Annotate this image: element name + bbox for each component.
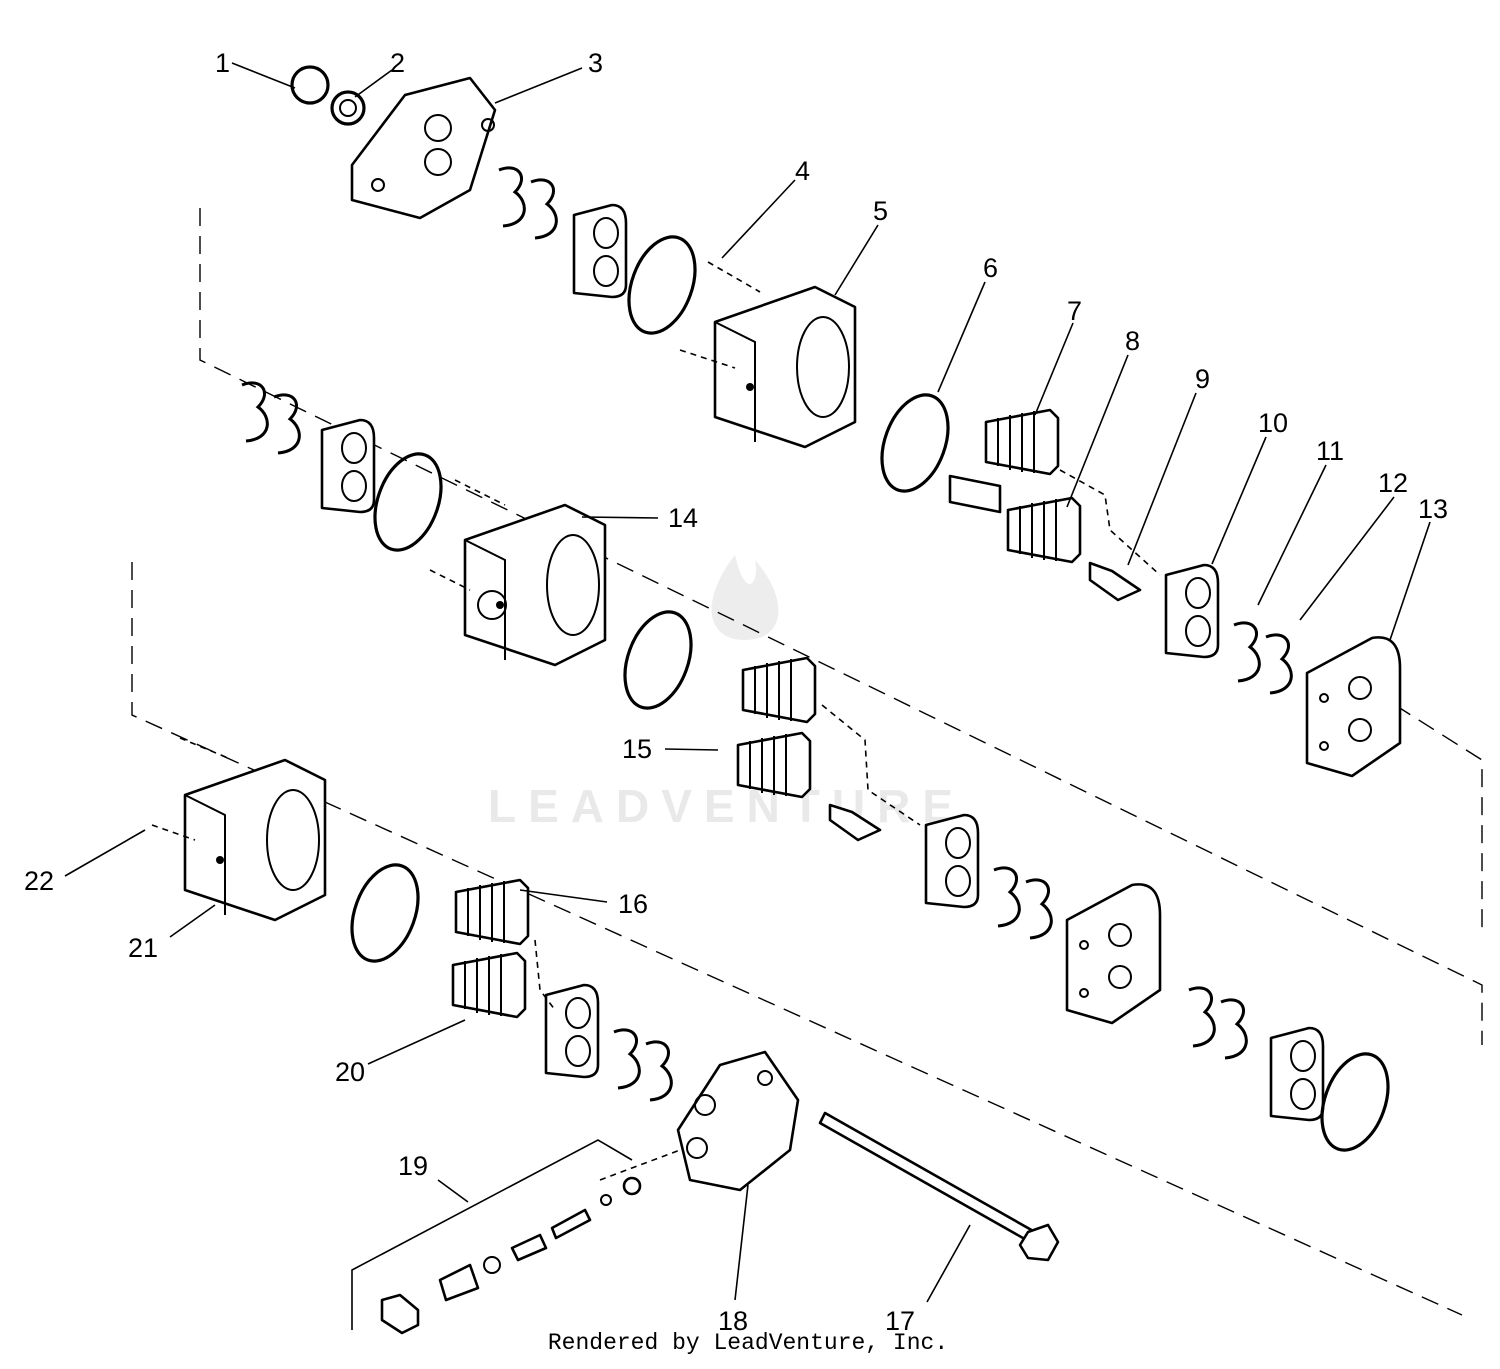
gear	[454, 878, 530, 946]
callout-7: 7	[1067, 296, 1082, 326]
spring	[828, 803, 882, 842]
callout-8: 8	[1125, 326, 1140, 356]
callout-10: 10	[1258, 408, 1288, 438]
bushing	[1269, 1026, 1325, 1122]
callout-11: 11	[1316, 436, 1344, 466]
tie-bolt	[818, 1111, 1060, 1262]
end-cover	[676, 1050, 800, 1192]
seal-clip	[1187, 986, 1248, 1060]
spring	[1088, 561, 1142, 602]
relief-valve-kit	[380, 1176, 642, 1335]
callout-2: 2	[390, 48, 405, 78]
footer-credit-text: Rendered by LeadVenture, Inc.	[547, 1330, 949, 1356]
leader-lines	[64, 62, 1431, 1330]
callout-5: 5	[873, 196, 888, 226]
callout-22: 22	[24, 866, 54, 896]
rear-cover	[1305, 636, 1402, 778]
callout-15: 15	[622, 734, 652, 764]
o-ring	[623, 610, 693, 710]
gear-pair	[736, 731, 812, 799]
callout-12: 12	[1378, 468, 1408, 498]
callout-numbers: 1 2 3 4 5 6 7 8 9 10 11 12 13 14 15 16 1…	[24, 48, 1448, 1336]
callout-13: 13	[1418, 494, 1448, 524]
callout-3: 3	[588, 48, 603, 78]
gear-housing	[713, 285, 857, 449]
callout-20: 20	[335, 1057, 365, 1087]
o-ring	[627, 235, 697, 335]
shaft-seal	[330, 90, 366, 126]
callout-19: 19	[398, 1151, 428, 1181]
bushing	[544, 983, 600, 1079]
bushing	[320, 418, 376, 514]
o-ring	[880, 393, 950, 493]
callout-9: 9	[1195, 364, 1210, 394]
seal-clip	[240, 381, 301, 455]
callout-1: 1	[215, 48, 230, 78]
watermark: LEADVENTURE	[488, 555, 965, 832]
footer-credit: Rendered by LeadVenture, Inc.	[0, 1330, 1500, 1356]
assembly-axis-lines	[131, 208, 1483, 1316]
seal-clip	[1232, 621, 1293, 695]
callout-18: 18	[718, 1306, 748, 1336]
idler-gear	[984, 408, 1060, 476]
rear-gear-housing	[183, 758, 327, 922]
front-cover	[350, 76, 497, 220]
gear-pair	[741, 656, 817, 724]
seal-clip	[497, 166, 558, 240]
bushing	[1164, 563, 1220, 659]
o-ring	[373, 452, 443, 552]
plate	[1065, 883, 1162, 1025]
center-housing	[463, 503, 607, 667]
callout-14: 14	[668, 503, 698, 533]
callout-6: 6	[983, 253, 998, 283]
callout-4: 4	[795, 156, 810, 186]
o-ring	[1320, 1052, 1390, 1152]
callout-17: 17	[885, 1306, 915, 1336]
drive-gear-shaft	[948, 474, 1082, 564]
callout-16: 16	[618, 889, 648, 919]
gear	[451, 951, 527, 1019]
bushing	[924, 813, 980, 909]
svg-text:LEADVENTURE: LEADVENTURE	[488, 780, 965, 832]
bushing	[572, 203, 628, 299]
seal-clip	[992, 866, 1053, 940]
retaining-ring	[290, 65, 330, 105]
seal-clip	[612, 1028, 673, 1102]
callout-21: 21	[128, 933, 158, 963]
o-ring	[350, 863, 420, 963]
